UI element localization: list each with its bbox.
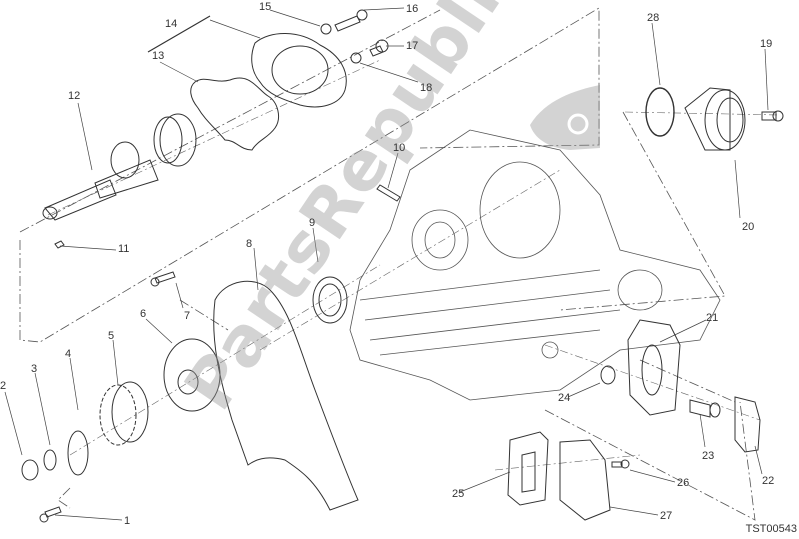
callout-4: 4 [65,348,72,360]
o-ring-part-28 [645,87,675,137]
gear-icon [567,113,589,135]
callout-26: 26 [677,477,690,489]
axis-lines [47,59,781,471]
gasket-part-25 [507,431,549,506]
callout-17: 17 [406,40,419,52]
oil-seal-part-9 [312,276,348,324]
gasket-part-13 [190,77,279,151]
cylinder-head [349,129,721,401]
nut-part-2 [21,459,39,481]
callout-12: 12 [68,90,81,102]
washer-part-15 [320,23,332,35]
cover-part-21 [627,319,681,416]
reference-code: TST00543 [745,523,797,535]
callout-21: 21 [706,312,719,324]
callout-25: 25 [452,488,465,500]
washer-part-3 [43,449,57,471]
callout-5: 5 [108,330,115,342]
cover-part-14 [147,15,347,108]
callout-27: 27 [660,510,673,522]
callout-7: 7 [184,310,191,322]
connector-part-22 [734,396,761,453]
callout-22: 22 [762,475,775,487]
callout-13: 13 [152,50,165,62]
bolt-part-19 [761,110,784,122]
callout-18: 18 [420,82,433,94]
callout-15: 15 [259,1,272,13]
callout-16: 16 [406,3,419,15]
bolt-part-23 [689,399,721,418]
callout-23: 23 [702,450,715,462]
callout-24: 24 [558,392,571,404]
washer-part-18 [350,52,362,64]
plate-part-4 [67,430,89,476]
callout-6: 6 [140,308,147,320]
callout-8: 8 [246,238,253,250]
pulley-part-6 [163,338,221,412]
stud-part-10 [376,184,401,202]
leader-lines [4,7,769,521]
bolt-part-16 [334,9,368,32]
bolt-part-7 [150,271,176,287]
camshaft-part-12 [42,113,197,249]
cap-part-20 [684,87,746,151]
callout-2: 2 [0,380,7,392]
callout-1: 1 [124,515,131,527]
callout-20: 20 [742,221,755,233]
callout-10: 10 [393,142,406,154]
sprocket-part-5 [99,381,149,446]
washer-part-24 [600,365,616,385]
callout-11: 11 [118,243,130,255]
callout-3: 3 [31,363,38,375]
callout-14: 14 [165,18,178,30]
callout-9: 9 [309,217,316,229]
belt-cover-part-8 [213,280,359,511]
callout-28: 28 [647,12,660,24]
bolt-part-26 [611,459,630,469]
watermark-logo [530,85,600,150]
callout-19: 19 [760,38,773,50]
cover-part-27 [559,439,611,521]
bolt-part-1 [39,506,62,523]
assembly-frame-lines [19,7,756,521]
